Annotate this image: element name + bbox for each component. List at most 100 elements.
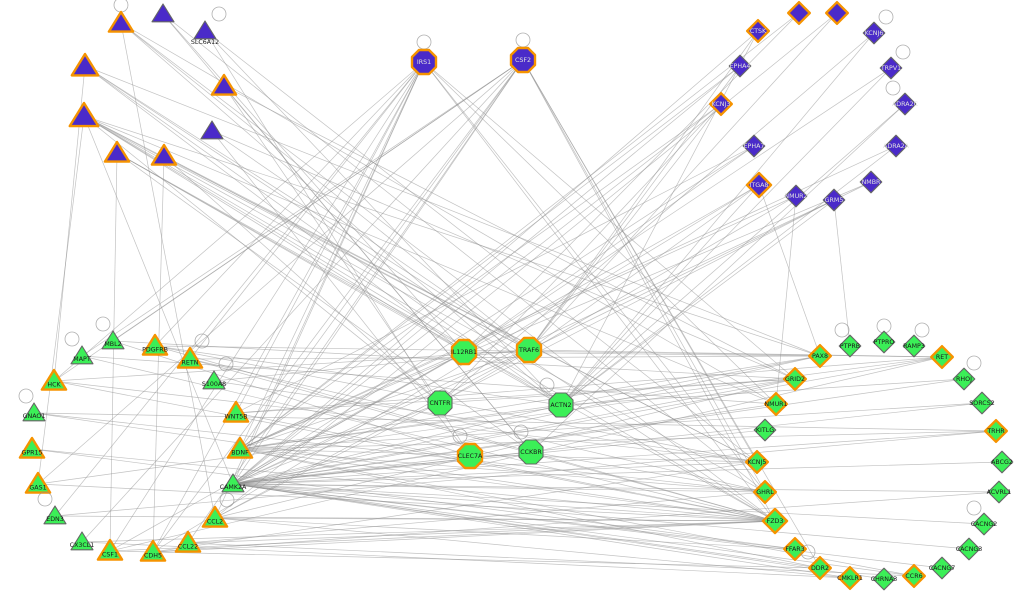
node-ACVRL1[interactable]: ACVRL1 [987,480,1012,504]
node-PAX8[interactable]: PAX8 [808,344,832,368]
node-CACNG3[interactable]: CACNG3 [956,537,983,561]
edge-n6-GAS1 [37,115,85,485]
node-shape-triangle [210,73,238,96]
node-IRS1[interactable]: IRS1 [410,34,438,76]
node-ABCG2[interactable]: ABCG2 [990,450,1014,474]
node-CSF2[interactable]: CSF2 [509,32,537,74]
node-CCR6[interactable]: CCR6 [902,564,926,588]
node-RAMP3[interactable]: RAMP3 [902,322,930,358]
edge-CCL22-CCR6 [187,542,915,577]
node-n6[interactable] [68,101,100,128]
node-CACNG7[interactable]: CACNG7 [929,556,956,580]
self-loop-edge [194,333,210,349]
edge-n2-IL12RB1 [162,13,465,353]
edge-HCK-KCNJ5 [53,380,758,463]
node-MAPT[interactable]: MAPT [64,331,94,365]
node-WNT5B[interactable]: WNT5B [222,400,250,423]
node-shape-triangle [68,101,100,128]
node-shape-octagon [548,392,574,418]
edge-NMUR2-CNTFR [439,195,797,404]
node-GRID2[interactable]: GRID2 [783,367,807,391]
node-shape-diamond [970,391,994,415]
node-shape-diamond [728,54,752,78]
node-PDGFRB[interactable]: PDGFRB [141,333,169,356]
node-GPR15[interactable]: GPR15 [18,436,46,459]
node-ACTN2[interactable]: ACTN2 [539,377,574,418]
edge-CSF2-CX3CL1 [81,59,524,543]
edge-CSF2-FZD3 [522,59,776,522]
node-PTPRO[interactable]: PTPRO [872,318,896,354]
node-CNTFR[interactable]: CNTFR [427,390,453,416]
edge-BDNF-FZD3 [239,448,776,522]
edge-CAMK2A-CACNG7 [232,483,943,569]
node-shape-diamond [930,345,954,369]
node-S100A8[interactable]: S100A8 [202,356,234,390]
node-CHRNA3[interactable]: CHRNA3 [871,567,898,591]
node-shape-octagon [450,338,478,366]
node-shape-triangle [101,330,125,350]
node-RHOJ[interactable]: RHOJ [952,355,982,391]
node-HCK[interactable]: HCK [40,368,68,391]
node-NMBR[interactable]: NMBR [859,170,883,194]
node-n7[interactable] [200,120,224,140]
node-CX3CL1[interactable]: CX3CL1 [70,531,95,551]
node-ADRA2C[interactable]: ADRA2C [885,80,919,116]
node-TRPV1[interactable]: TRPV1 [879,44,911,80]
node-SORCS2[interactable]: SORCS2 [969,391,995,415]
edge-GRM5-ACTN2 [560,199,835,406]
node-TRHR[interactable]: TRHR [984,419,1008,443]
node-shape-diamond [862,21,886,45]
edge-IRS1-HCK [53,61,425,382]
self-loop-edge [211,6,227,22]
edge-d2-TRAF6 [528,12,838,351]
edge-CDH5-ACVRL1 [152,491,1000,553]
self-loop-edge [834,322,850,338]
node-shape-triangle [174,530,202,553]
edge-n3-ACTN2 [204,30,562,406]
edge-EPHA7-CAMK2A [232,145,755,485]
node-EPHA4[interactable]: EPHA4 [728,54,752,78]
node-CTSK[interactable]: CTSK [746,19,770,43]
node-RET[interactable]: RET [930,345,954,369]
node-n5[interactable] [210,73,238,96]
node-GHRL[interactable]: GHRL [753,480,777,504]
node-n2[interactable] [151,3,175,23]
node-shape-diamond [893,92,917,116]
node-CACNG2[interactable]: CACNG2 [966,500,997,536]
node-d1[interactable] [787,1,811,25]
node-ADRA2A[interactable]: ADRA2A [883,134,910,158]
node-KITLG[interactable]: KITLG [753,418,777,442]
node-n9[interactable] [150,143,178,166]
node-shape-octagon [515,336,543,364]
node-CMKLR1[interactable]: CMKLR1 [837,566,863,590]
node-shape-diamond [753,418,777,442]
edge-n7-TRAF6 [211,130,530,351]
node-shape-triangle [96,538,124,561]
node-ITGA8[interactable]: ITGA8 [745,171,773,199]
self-loop-edge [37,491,53,507]
edge-CTSK-ACTN2 [560,30,759,406]
node-TRAF6[interactable]: TRAF6 [515,336,543,364]
node-d2[interactable] [825,1,849,25]
edge-GNAO1-FZD3 [33,412,776,522]
node-shape-triangle [202,370,226,390]
node-n8[interactable] [103,140,131,163]
node-shape-diamond [884,134,908,158]
self-loop-edge [218,356,234,372]
edge-CCKBR-GHRL [530,451,766,493]
node-GRM5[interactable]: GRM5 [822,188,846,212]
edge-CSF2-BDNF [239,59,524,450]
node-n1[interactable] [107,0,135,33]
node-EPHA7[interactable]: EPHA7 [742,134,766,158]
edge-S100A8-KCNJ5 [213,380,758,463]
node-shape-diamond [984,419,1008,443]
node-shape-diamond [787,1,811,25]
node-n4[interactable] [70,52,100,77]
node-IL12RB1[interactable]: IL12RB1 [450,338,478,366]
edge-BDNF-ACTN2 [239,404,562,450]
node-shape-triangle [107,10,135,33]
edge-n6-NMUR1 [83,115,777,405]
edge-CAMK2A-FZD3 [232,483,776,522]
node-GNAO1[interactable]: GNAO1 [18,388,46,422]
